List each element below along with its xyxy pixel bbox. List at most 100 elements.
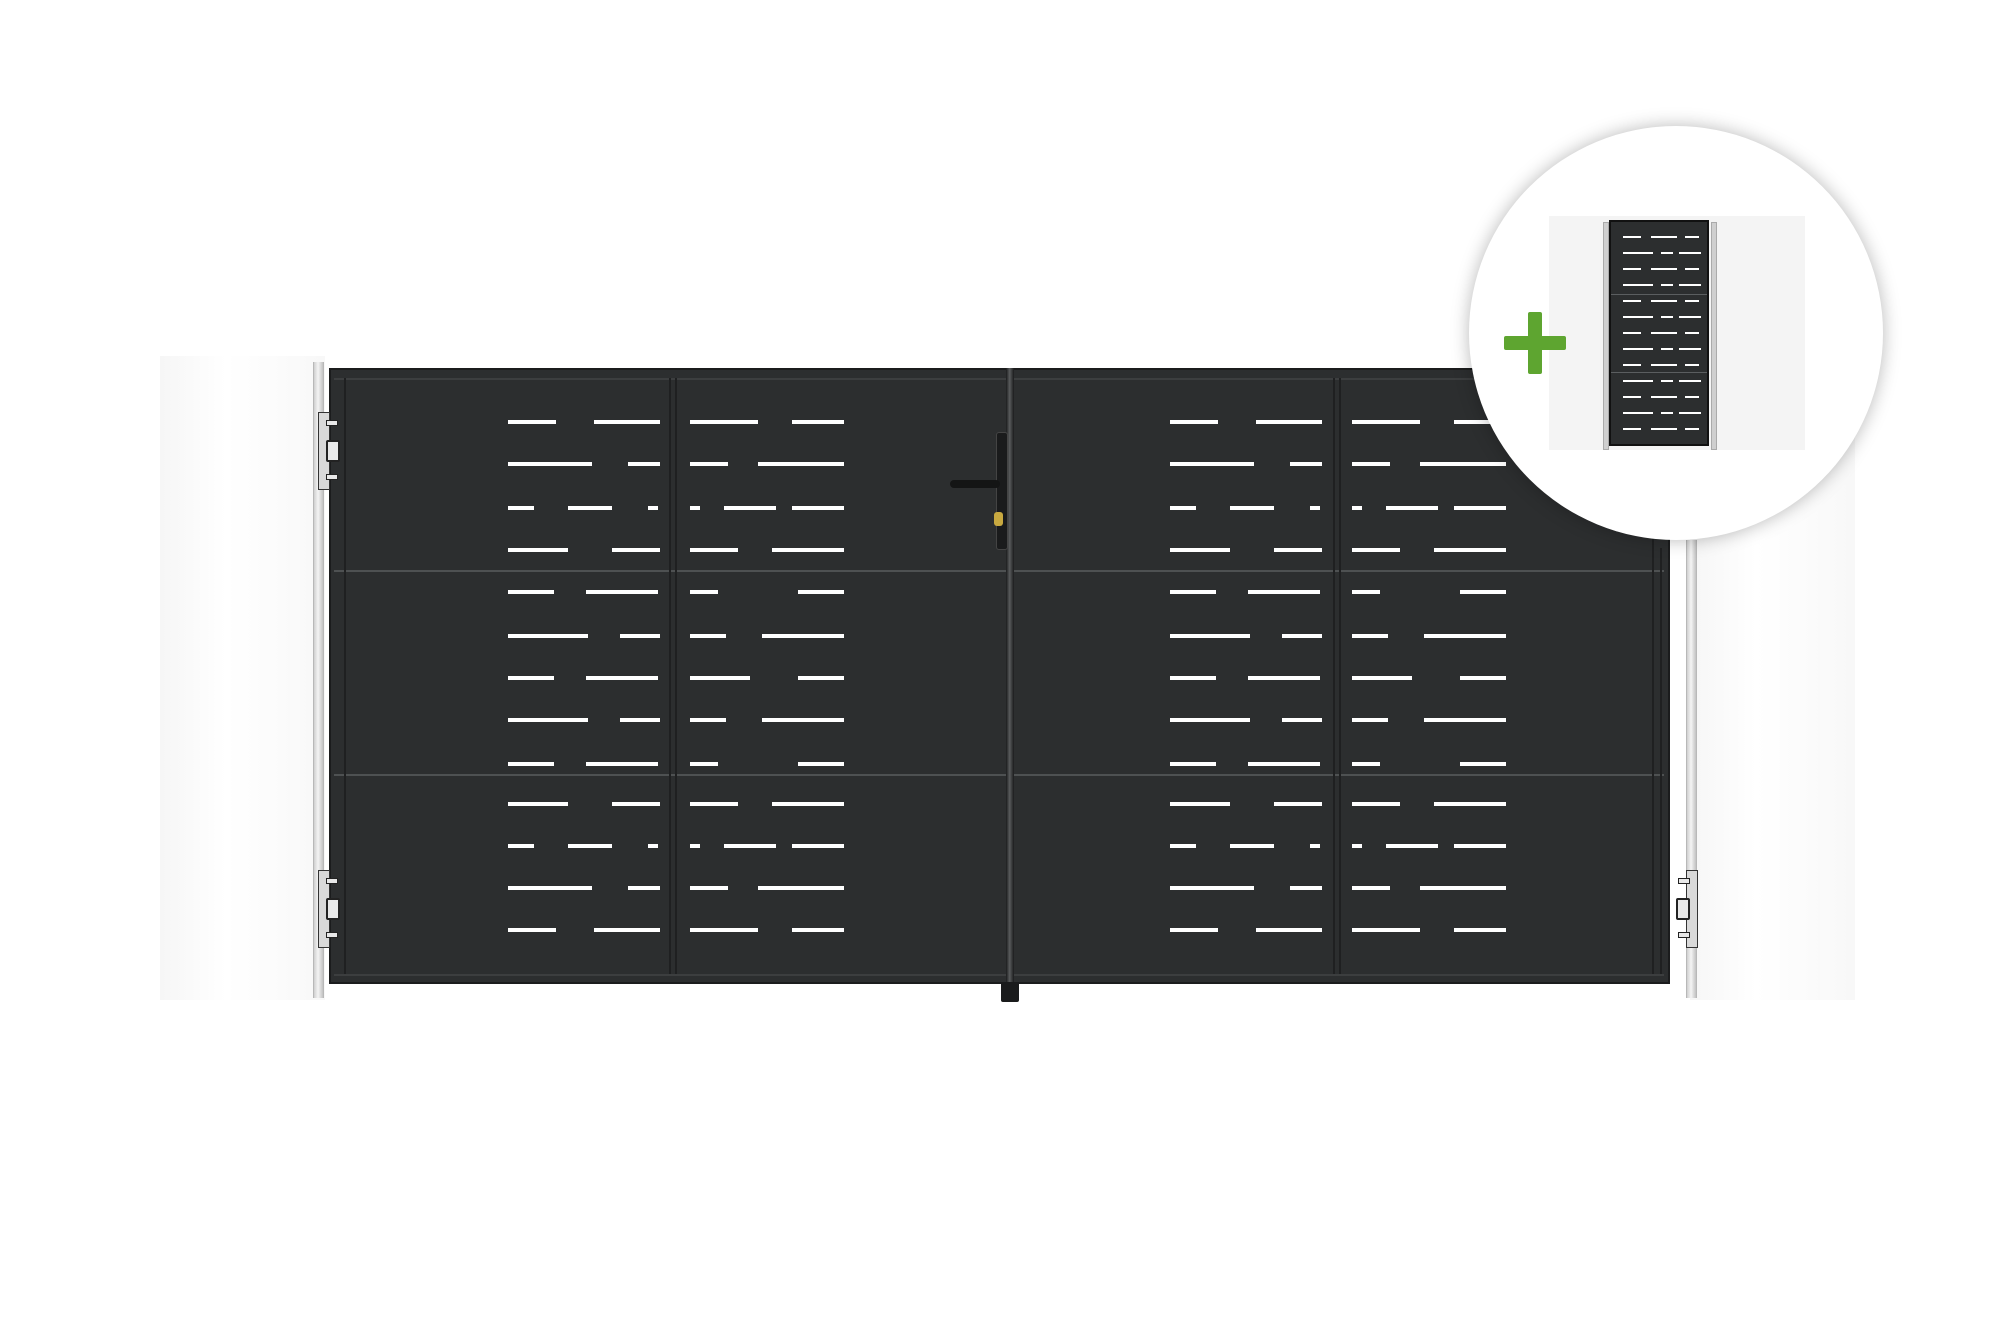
panel-seam-bottom (334, 974, 1664, 976)
slot (620, 634, 660, 638)
slot (1434, 802, 1506, 806)
inset-slot (1685, 332, 1699, 334)
panel-seam-lower (334, 774, 1664, 776)
inset-scene (1549, 216, 1805, 450)
slot (798, 590, 844, 594)
slot (508, 718, 588, 722)
slot (628, 462, 660, 466)
hinge-icon (1676, 870, 1698, 948)
slot (772, 802, 844, 806)
slot (1248, 590, 1320, 594)
slot (1352, 802, 1400, 806)
slot (792, 506, 844, 510)
inset-slot (1623, 236, 1641, 238)
inset-slot (1661, 348, 1673, 350)
left-post-rail (313, 362, 324, 998)
inset-slot (1651, 332, 1677, 334)
lock-keyhole (994, 512, 1003, 526)
slot (690, 462, 728, 466)
slot (1170, 718, 1250, 722)
left-pillar (160, 356, 325, 1000)
slot (1386, 506, 1438, 510)
slot (1424, 634, 1506, 638)
slot (758, 886, 844, 890)
floor-bolt (1001, 982, 1019, 1002)
slot (690, 634, 726, 638)
slot (1256, 420, 1322, 424)
inset-slot (1661, 316, 1673, 318)
slot (1230, 844, 1274, 848)
inset-slot (1651, 300, 1677, 302)
inset-slot (1685, 428, 1699, 430)
plus-icon (1504, 312, 1566, 374)
panel-seam-top (334, 378, 1664, 380)
slot (508, 506, 534, 510)
inset-slot (1623, 284, 1653, 286)
slot (792, 844, 844, 848)
slot (1352, 634, 1388, 638)
slot (1170, 676, 1216, 680)
inset-slot (1679, 380, 1701, 382)
slot (690, 886, 728, 890)
inset-slot (1623, 252, 1653, 254)
slot (1170, 548, 1230, 552)
inset-slot (1679, 316, 1701, 318)
right-post-rail (1686, 540, 1697, 998)
hinge-icon (318, 412, 340, 490)
slot (628, 886, 660, 890)
slot (690, 718, 726, 722)
handle-plate[interactable] (996, 432, 1008, 550)
slot (568, 506, 612, 510)
inset-slot (1679, 348, 1701, 350)
inset-post-left (1603, 222, 1609, 450)
inset-slot (1623, 316, 1653, 318)
slot (1352, 590, 1380, 594)
slot (508, 634, 588, 638)
slot (1454, 928, 1506, 932)
hinge-icon (318, 870, 340, 948)
slot (1352, 718, 1388, 722)
inset-slot (1685, 300, 1699, 302)
slot (1352, 420, 1420, 424)
slot (758, 462, 844, 466)
slot (1352, 506, 1362, 510)
slot (798, 762, 844, 766)
frame-line-6 (1652, 378, 1654, 974)
inset-slot (1661, 380, 1673, 382)
slot (1170, 634, 1250, 638)
frame-line-5 (1339, 378, 1341, 974)
slot (1290, 886, 1322, 890)
inset-slot (1623, 364, 1641, 366)
inset-post-right (1711, 222, 1717, 450)
slot (1454, 506, 1506, 510)
slot (762, 718, 844, 722)
slot (508, 886, 592, 890)
slot (798, 676, 844, 680)
slot (690, 844, 700, 848)
slot (508, 590, 554, 594)
frame-line-7 (1660, 548, 1662, 974)
slot (1386, 844, 1438, 848)
inset-slot (1651, 396, 1677, 398)
frame-line-2 (669, 378, 671, 974)
slot (568, 844, 612, 848)
inset-slot (1685, 364, 1699, 366)
slot (1170, 590, 1216, 594)
frame-line-1 (344, 378, 346, 974)
handle-lever[interactable] (950, 480, 1000, 488)
slot (690, 762, 718, 766)
slot (1352, 462, 1390, 466)
inset-slot (1685, 396, 1699, 398)
slot (1274, 802, 1322, 806)
slot (648, 844, 658, 848)
inset-slot (1623, 396, 1641, 398)
inset-slot (1623, 412, 1653, 414)
slot (620, 718, 660, 722)
inset-slot (1623, 380, 1653, 382)
slot (508, 762, 554, 766)
inset-slot (1685, 268, 1699, 270)
slot (508, 420, 556, 424)
inset-slot (1651, 236, 1677, 238)
slot (1170, 802, 1230, 806)
slot (508, 802, 568, 806)
